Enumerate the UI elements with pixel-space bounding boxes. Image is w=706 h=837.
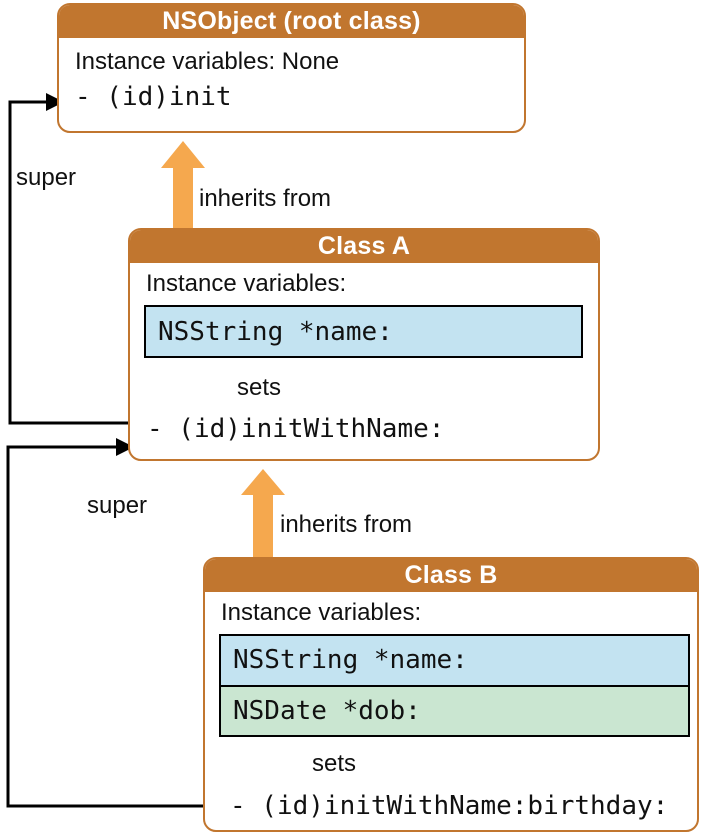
inherits-arrow-shaft-bottom [253, 491, 273, 557]
super-label-bottom: super [87, 492, 148, 519]
class-a-ivar-name: NSString *name: [144, 305, 583, 358]
inherits-arrowhead-bottom [241, 469, 285, 495]
class-title-nsobject: NSObject (root class) [59, 5, 524, 38]
sets-label-b: sets [312, 750, 357, 777]
nsobject-instance-variables-label: Instance variables: None [75, 48, 340, 75]
class-b-ivar-table: NSString *name: NSDate *dob: [219, 634, 690, 737]
nsobject-method-init: - (id)init [75, 82, 232, 112]
class-a-instance-variables-label: Instance variables: [146, 270, 347, 297]
super-line-a-to-nsobject [8, 100, 143, 425]
class-b-instance-variables-label: Instance variables: [221, 599, 422, 626]
class-title-b: Class B [205, 559, 697, 592]
class-box-nsobject: NSObject (root class) [57, 3, 526, 133]
sets-label-a: sets [237, 374, 282, 401]
inherits-from-label-top: inherits from [199, 185, 332, 212]
class-b-ivar-dob: NSDate *dob: [221, 686, 688, 735]
class-b-method-initwithname-birthday: - (id)initWithName:birthday: [230, 791, 669, 821]
class-b-ivar-name: NSString *name: [221, 636, 688, 687]
class-b-ivar-dob-text: NSDate *dob: [233, 695, 421, 726]
class-b-ivar-name-text: NSString *name: [233, 645, 468, 676]
inherits-from-label-bottom: inherits from [280, 511, 413, 538]
class-a-ivar-name-text: NSString *name: [158, 316, 393, 347]
class-a-method-initwithname: - (id)initWithName: [147, 414, 445, 444]
class-title-a: Class A [130, 230, 598, 263]
super-label-top: super [16, 164, 77, 191]
inherits-arrowhead-top [161, 141, 205, 168]
inherits-arrow-shaft-top [173, 164, 193, 228]
